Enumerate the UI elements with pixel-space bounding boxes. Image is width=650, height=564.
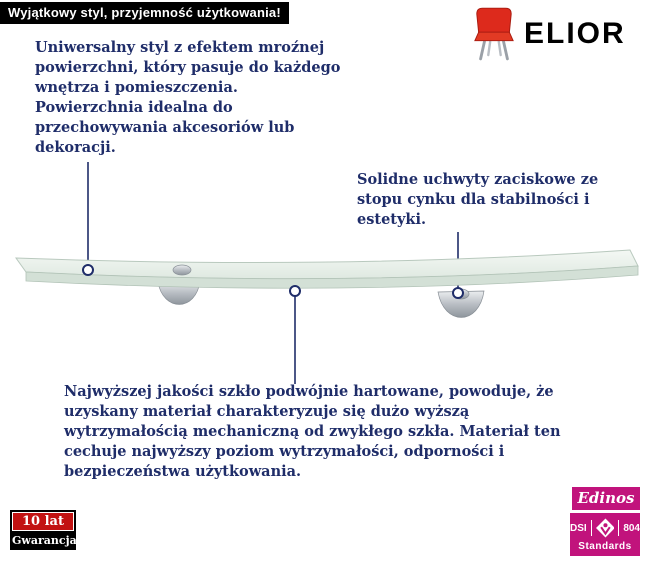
diamond-person-icon: [595, 518, 615, 538]
warranty-badge: 10 lat Gwarancja: [10, 510, 77, 550]
certification-left-label: DSI: [570, 522, 587, 534]
certification-bottom-label: Standards: [578, 541, 632, 552]
divider: [618, 520, 620, 536]
brand-logo: ELIOR: [472, 6, 626, 62]
brand-name: ELIOR: [524, 17, 626, 50]
feature-text-brackets: Solidne uchwyty zaciskowe ze stopu cynku…: [357, 171, 599, 228]
certification-badge: DSI 804 Standards: [570, 513, 640, 556]
callout-marker-bracket: [452, 287, 464, 299]
callout-marker-surface: [82, 264, 94, 276]
feature-text-glass: Najwyższej jakości szkło podwójnie harto…: [64, 383, 561, 480]
feature-text-surface-line2: Powierzchnia idealna do przechowywania a…: [35, 99, 295, 156]
feature-text-surface: Uniwersalny styl z efektem mroźnej powie…: [35, 38, 360, 158]
feature-text-surface-line1: Uniwersalny styl z efektem mroźnej powie…: [35, 39, 341, 96]
glass-shelf-edge: [25, 265, 639, 289]
divider: [590, 520, 592, 536]
left-clamp-knob-icon: [172, 264, 192, 276]
certification-right-label: 804: [623, 522, 640, 534]
right-bracket-icon: [437, 290, 485, 318]
banner-text: Wyjątkowy styl, przyjemność użytkowania!: [8, 5, 281, 20]
warranty-label: Gwarancja: [12, 534, 77, 547]
certification-brand: Edinos: [572, 487, 640, 510]
callout-markers: [82, 264, 464, 299]
warranty-years: 10 lat: [12, 512, 74, 531]
chair-icon: [474, 7, 514, 61]
callout-marker-glass: [289, 285, 301, 297]
top-banner: Wyjątkowy styl, przyjemność użytkowania!: [0, 2, 289, 24]
